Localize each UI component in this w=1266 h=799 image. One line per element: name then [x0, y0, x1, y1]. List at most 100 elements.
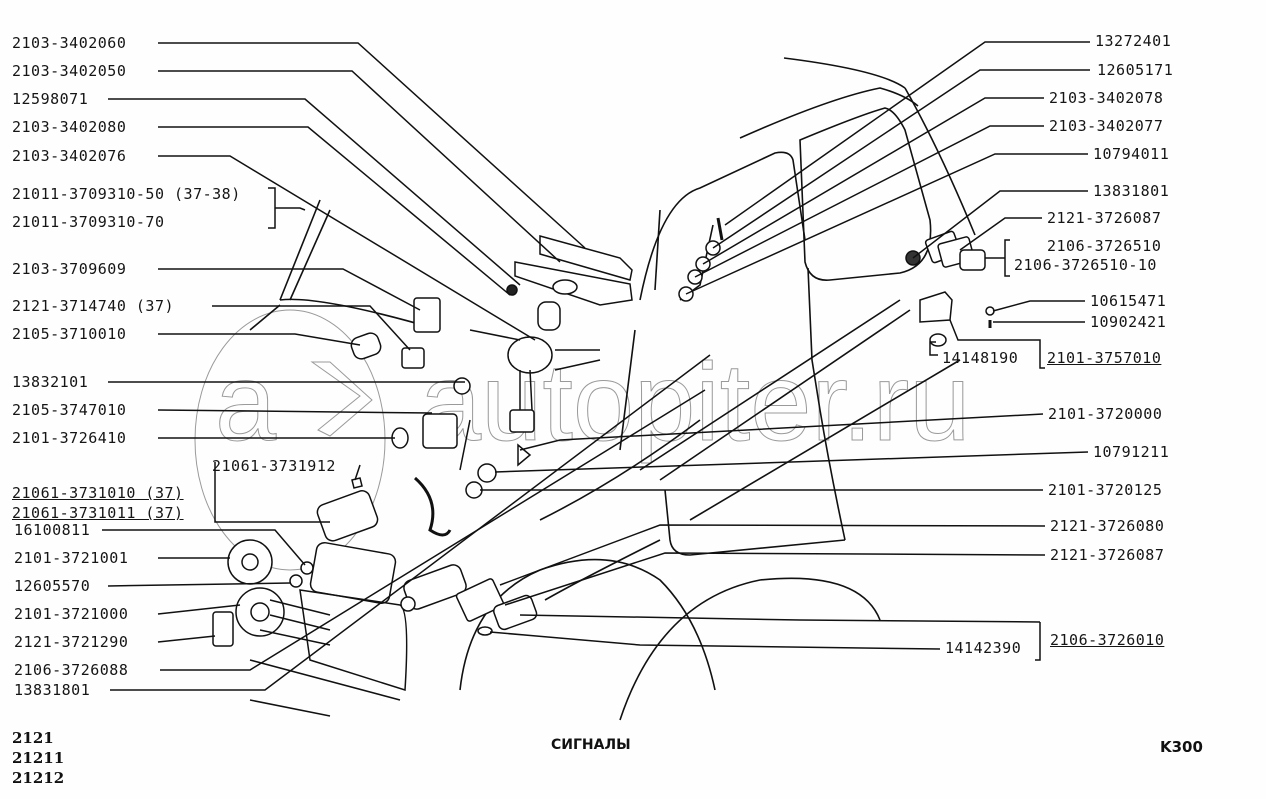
spring-part: [537, 301, 561, 331]
leader-line: [712, 69, 1090, 249]
screw-part: [716, 217, 724, 241]
plate-lamp-bulb-part: [929, 333, 947, 347]
nut4-part: [289, 574, 303, 588]
nut-part: [477, 463, 497, 483]
stalk-switch-part: [507, 336, 553, 374]
plug-part: [453, 377, 471, 395]
leader-lines: [102, 41, 1090, 691]
grille-lines-part: [249, 599, 401, 717]
part-number-label[interactable]: 2101-3720000: [1048, 405, 1163, 423]
part-number-label[interactable]: 2106-3726088: [14, 661, 129, 679]
part-number-label[interactable]: 2101-3721000: [14, 605, 129, 623]
part-number-label[interactable]: 13831801: [14, 681, 91, 699]
part-number-label[interactable]: 2103-3709609: [12, 260, 127, 278]
part-number-label[interactable]: 2121-3721290: [14, 633, 129, 651]
part-number-label[interactable]: 13832101: [12, 373, 89, 391]
part-number-label[interactable]: 2121-3726087: [1047, 209, 1162, 227]
nut5-part: [400, 596, 416, 612]
leader-line: [702, 97, 1044, 265]
door-switch-rod-part: [459, 419, 471, 471]
part-number-label[interactable]: 2105-3747010: [12, 401, 127, 419]
part-number-label[interactable]: 10615471: [1090, 292, 1167, 310]
part-number-label[interactable]: 21011-3709310-50 (37-38): [12, 185, 241, 203]
leader-line: [107, 582, 291, 587]
part-number-label[interactable]: 2106-3726510: [1047, 237, 1162, 255]
part-number-label[interactable]: 2103-3402076: [12, 147, 127, 165]
part-number-label[interactable]: 12598071: [12, 90, 89, 108]
part-number-label[interactable]: 2101-3757010: [1047, 349, 1162, 367]
part-number-label[interactable]: 2106-3726510-10: [1014, 256, 1157, 274]
leader-line: [214, 462, 361, 523]
part-number-label[interactable]: 2121-3714740 (37): [12, 297, 175, 315]
part-number-label[interactable]: 2106-3726010: [1050, 631, 1165, 649]
part-number-label[interactable]: 2101-3720125: [1048, 481, 1163, 499]
grille-frame-part: [309, 541, 397, 605]
leader-line: [158, 268, 421, 311]
washer-grommet-part: [552, 279, 578, 295]
part-number-label[interactable]: 13272401: [1095, 32, 1172, 50]
part-number-label[interactable]: 2121-3726087: [1050, 546, 1165, 564]
part-number-label[interactable]: 2103-3402080: [12, 118, 127, 136]
part-number-label[interactable]: 12605171: [1097, 61, 1174, 79]
leader-line: [268, 187, 306, 229]
bulb-holder-part: [350, 332, 382, 360]
part-number-label[interactable]: 2121-3726080: [1050, 517, 1165, 535]
side-lamp-part: [493, 594, 538, 631]
connector-part: [413, 297, 441, 333]
side-repeater-part: [316, 490, 379, 542]
harness-connector-part: [509, 409, 535, 433]
model-item: 2121: [12, 729, 54, 747]
leader-line: [110, 354, 711, 691]
leader-line: [519, 614, 1041, 661]
leader-line: [157, 409, 433, 414]
part-number-label[interactable]: 13831801: [1093, 182, 1170, 200]
leader-line: [158, 70, 561, 263]
model-list: 2121 21211 21212: [12, 728, 64, 788]
leader-line: [158, 155, 536, 341]
part-number-label[interactable]: 2101-3726410: [12, 429, 127, 447]
part-number-label[interactable]: 10791211: [1093, 443, 1170, 461]
part-number-label[interactable]: 2103-3402077: [1049, 117, 1164, 135]
leader-line: [489, 631, 941, 650]
part-number-label[interactable]: 21011-3709310-70: [12, 213, 165, 231]
part-number-label[interactable]: 2103-3402078: [1049, 89, 1164, 107]
part-number-label[interactable]: 2103-3402060: [12, 34, 127, 52]
part-number-label[interactable]: 21061-3731011 (37): [12, 504, 184, 522]
part-number-label[interactable]: 10902421: [1090, 313, 1167, 331]
part-number-label[interactable]: 10794011: [1093, 145, 1170, 163]
leader-line: [160, 389, 706, 671]
leader-line: [985, 239, 1010, 277]
part-number-label[interactable]: 21061-3731010 (37): [12, 484, 184, 502]
leader-line: [929, 319, 1045, 369]
parts: [212, 217, 995, 717]
part-number-label[interactable]: 2103-3402050: [12, 62, 127, 80]
leader-line: [519, 413, 1044, 451]
panel-part: [299, 589, 408, 692]
leader-line: [499, 524, 1046, 586]
leader-line: [158, 126, 511, 296]
washer-nozzle-bracket-part: [539, 235, 633, 281]
part-number-label[interactable]: 2101-3721001: [14, 549, 129, 567]
watermark-arrow: [310, 361, 373, 437]
switch-module-part: [401, 347, 425, 369]
part-number-label[interactable]: 16100811: [14, 521, 91, 539]
leader-line: [212, 305, 411, 351]
watermark-circle: [194, 309, 386, 571]
model-item: 21212: [12, 769, 65, 787]
part-number-label[interactable]: 21061-3731912: [212, 457, 336, 475]
bolt-part: [506, 284, 518, 296]
leader-line: [157, 635, 216, 643]
part-number-label[interactable]: 12605570: [14, 577, 91, 595]
horn-bracket-part: [212, 611, 234, 647]
part-number-label[interactable]: 14148190: [942, 349, 1019, 367]
relay-part: [422, 413, 458, 449]
plate-lamp-part: [919, 291, 953, 323]
nut3-part: [300, 561, 314, 575]
small-clip-part: [351, 477, 363, 489]
leader-line: [504, 552, 1046, 606]
leader-line: [108, 98, 521, 286]
part-number-label[interactable]: 2105-3710010: [12, 325, 127, 343]
part-number-label[interactable]: 14142390: [945, 639, 1022, 657]
rear-lamp-lens-part: [959, 249, 986, 271]
